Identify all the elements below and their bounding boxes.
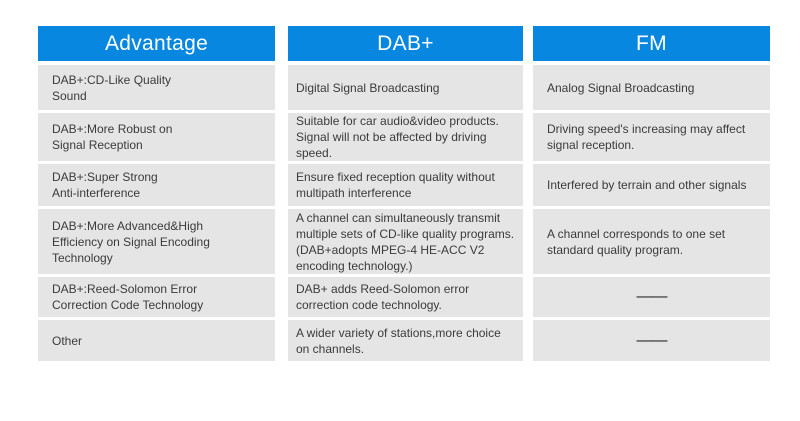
advantage-cell: DAB+:CD-Like Quality Sound [38, 65, 275, 110]
advantage-cell: DAB+:More Robust on Signal Reception [38, 113, 275, 161]
fm-cell: Driving speed's increasing may affect si… [533, 113, 770, 161]
dab-cell: A wider variety of stations,more choice … [288, 320, 523, 361]
fm-cell: Interfered by terrain and other signals [533, 164, 770, 206]
column-advantage: Advantage DAB+:CD-Like Quality Sound DAB… [38, 26, 275, 361]
fm-cell-dash: —— [533, 277, 770, 317]
column-fm: FM Analog Signal Broadcasting Driving sp… [533, 26, 770, 361]
fm-cell: A channel corresponds to one set standar… [533, 209, 770, 274]
advantage-cell: DAB+:Reed-Solomon Error Correction Code … [38, 277, 275, 317]
column-header-advantage: Advantage [38, 26, 275, 61]
fm-cell: Analog Signal Broadcasting [533, 65, 770, 110]
dab-cell: Suitable for car audio&video products. S… [288, 113, 523, 161]
dab-cell: A channel can simultaneously transmit mu… [288, 209, 523, 274]
advantage-cell: Other [38, 320, 275, 361]
column-header-fm: FM [533, 26, 770, 61]
advantage-cell: DAB+:More Advanced&High Efficiency on Si… [38, 209, 275, 274]
column-dab: DAB+ Digital Signal Broadcasting Suitabl… [288, 26, 523, 361]
dab-cell: DAB+ adds Reed-Solomon error correction … [288, 277, 523, 317]
dab-cell: Ensure fixed reception quality without m… [288, 164, 523, 206]
dab-cell: Digital Signal Broadcasting [288, 65, 523, 110]
fm-cell-dash: —— [533, 320, 770, 361]
column-header-dab: DAB+ [288, 26, 523, 61]
advantage-cell: DAB+:Super Strong Anti-interference [38, 164, 275, 206]
